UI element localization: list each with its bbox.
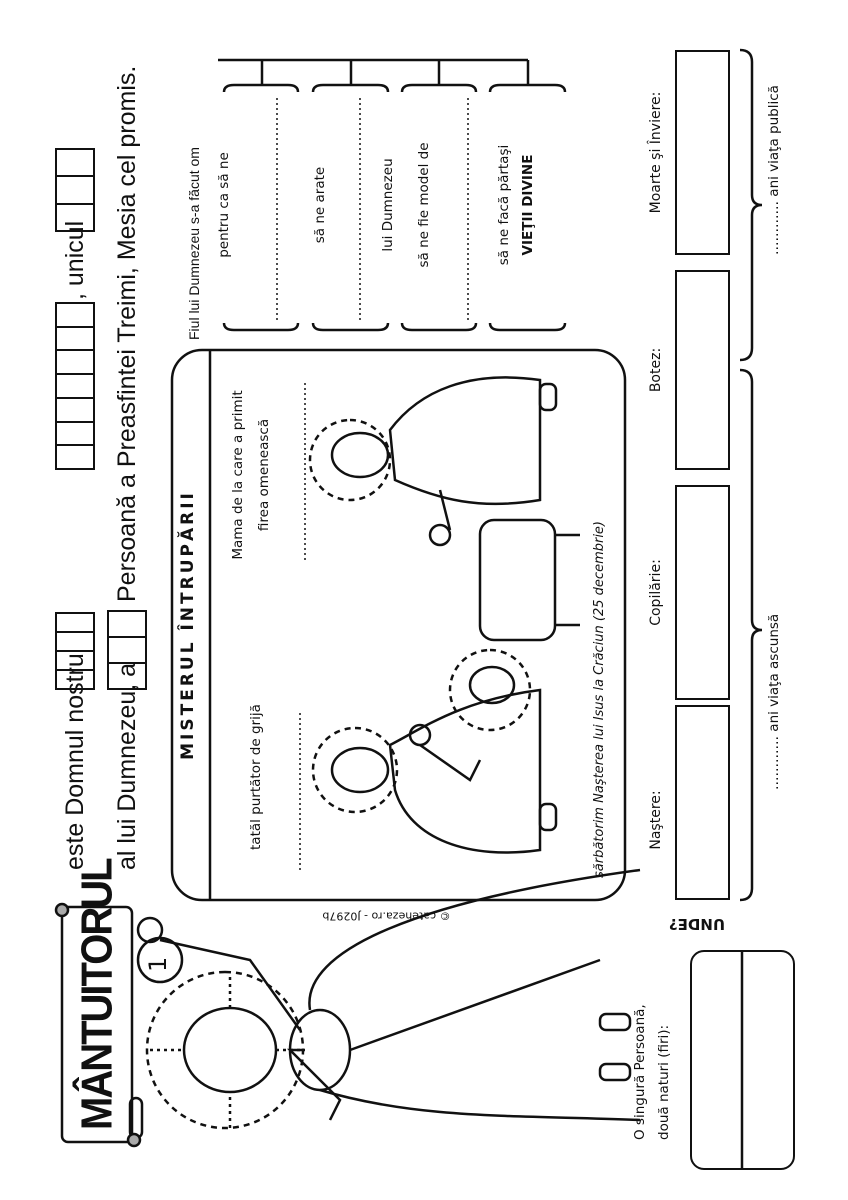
joseph-label: tatăl purtător de grijă [248,704,264,850]
childhood-answer-box[interactable] [675,485,730,700]
answer-boxes-3[interactable] [55,148,95,232]
where-label: UNDE? [668,914,726,933]
purpose-tree [218,58,567,332]
copyright: © cateheza.ro - J0297b [322,909,451,923]
stage-label-birth: Naştere: [648,790,664,850]
purpose-1-text: pentru ca să ne [216,152,232,258]
manger-figure [448,518,580,732]
purpose-2-text: să ne arate [312,166,328,244]
jesus-figure [136,868,641,1130]
mary-figure [308,376,558,547]
death-resurrection-answer-box[interactable] [675,50,730,255]
mystery-title: MISTERUL ÎNTRUPĂRII [178,490,198,760]
natures-label-1: O singură Persoană, [632,1004,648,1140]
intro-line2-end: Persoană a Preasfintei Treimi, Mesia cel… [113,65,141,602]
purpose-heading: Fiul lui Dumnezeu s-a făcut om [186,147,202,340]
stage-label-childhood: Copilărie: [648,559,664,626]
intro-line2-start: al lui Dumnezeu, a [113,662,141,870]
public-life-text: ………… ani viaţa publică [766,85,782,255]
answer-boxes-4[interactable] [107,610,147,690]
hidden-life-text: ………… ani viaţa ascunsă [766,613,782,790]
answer-boxes-2[interactable] [55,302,95,470]
number-badge: 1 [144,956,172,972]
mystery-box [170,348,627,902]
intro-line1-mid: , unicul [61,220,89,300]
stage-label-baptism: Botez: [648,347,664,393]
natures-answer-box[interactable] [690,950,795,1170]
birth-answer-box[interactable] [675,705,730,900]
purpose-3-text: să ne fie model de [416,142,432,268]
mary-label-2: firea omenească [256,418,272,532]
page-title: MÂNTUITORUL [72,859,122,1130]
answer-boxes-1[interactable] [55,612,95,690]
stage-label-death-resurrection: Moarte şi Înviere: [648,91,664,214]
purpose-4-text: să ne facă părtaşi [496,144,512,266]
hidden-life-brace [739,368,763,902]
joseph-figure [311,688,558,854]
number-badge-circle [136,936,184,984]
natures-label-2: două naturi (firi): [656,1024,672,1140]
title-scroll [54,902,144,1148]
purpose-4-after: VIEŢII DIVINE [520,154,536,256]
baptism-answer-box[interactable] [675,270,730,470]
mary-label-1: Mama de la care a primit [230,390,246,560]
purpose-2-after: lui Dumnezeu [380,158,396,252]
mystery-caption: sărbătorim Naşterea lui Isus la Crăciun … [592,520,607,878]
public-life-brace [739,48,763,362]
